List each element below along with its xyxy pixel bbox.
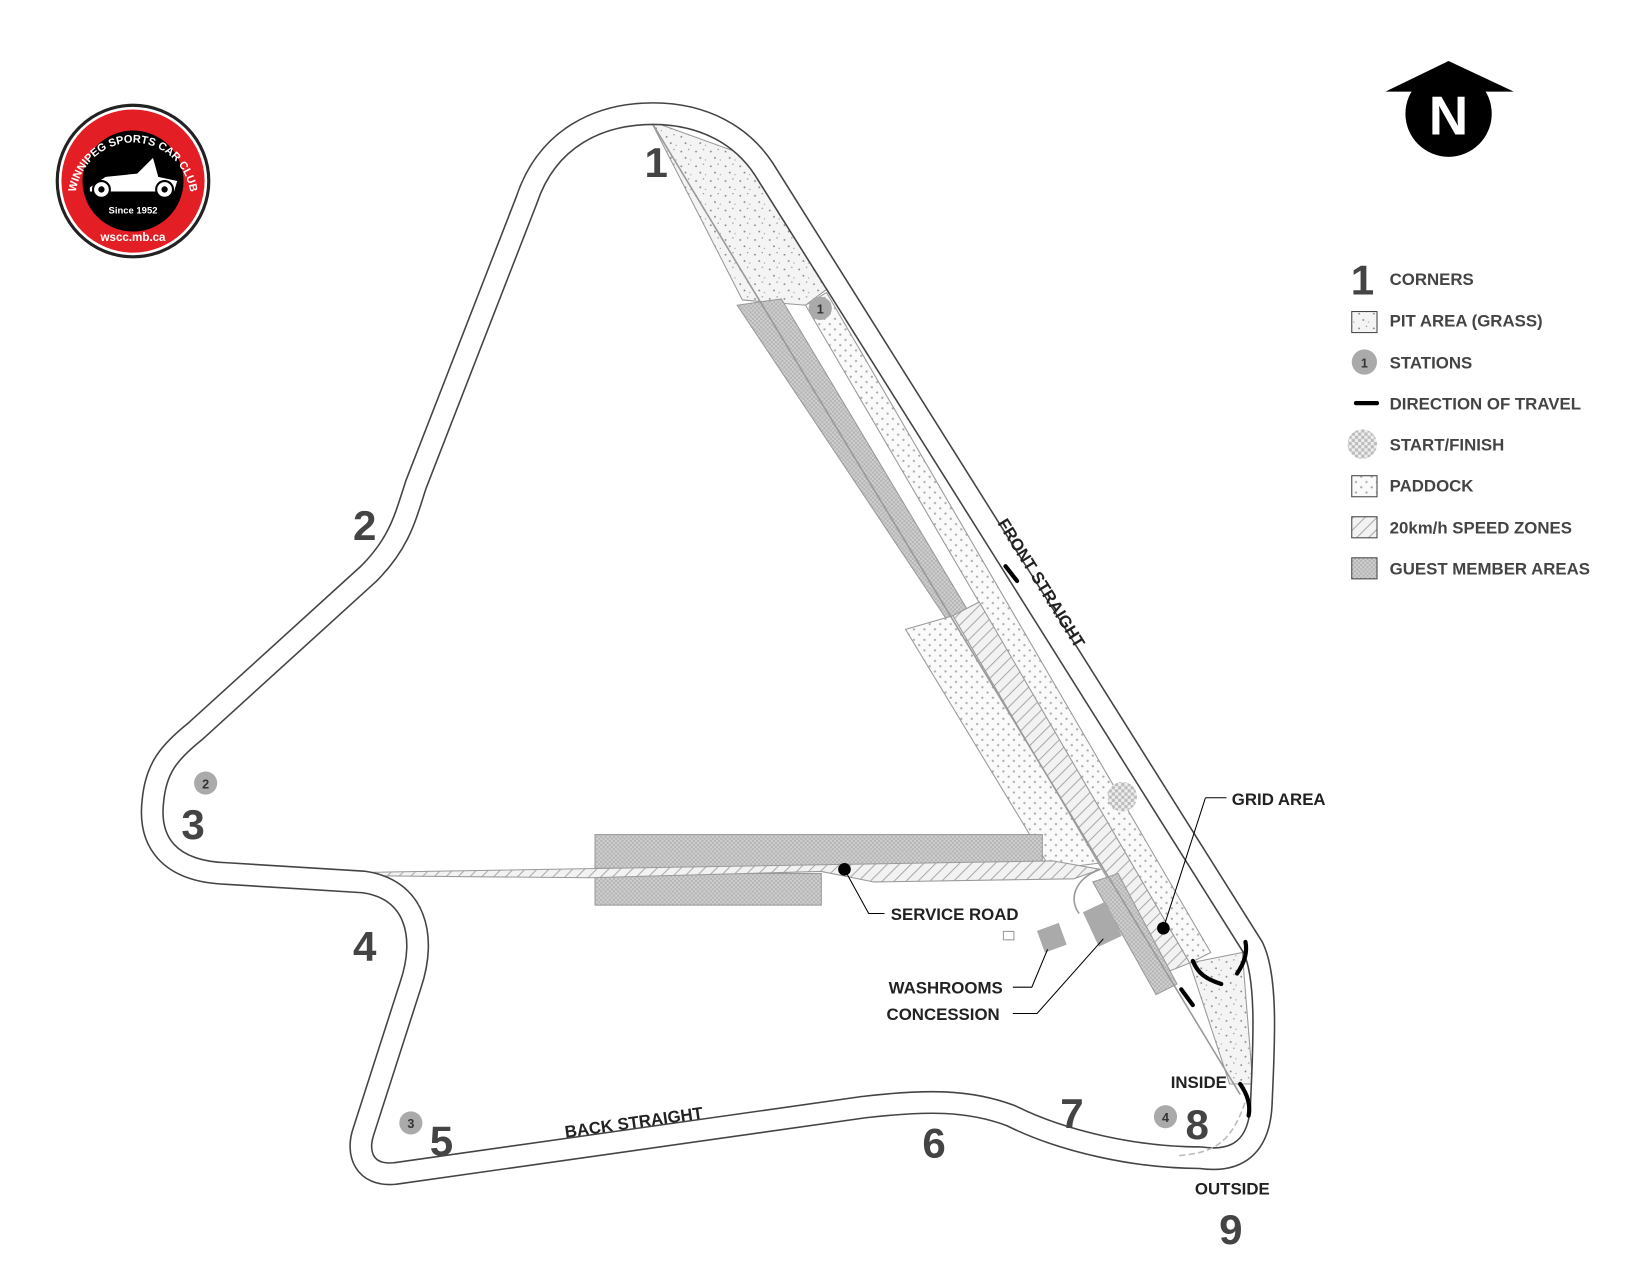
race-track-surface (142, 103, 1274, 1184)
legend: 1 CORNERS PIT AREA (GRASS) 1 STATIONS DI… (1347, 257, 1590, 580)
guest-area-service-2 (594, 873, 822, 906)
guest-area-grid (1092, 872, 1178, 996)
svg-text:CONCESSION: CONCESSION (887, 1005, 1000, 1024)
svg-text:1: 1 (817, 303, 824, 317)
service-road-spur (1073, 868, 1101, 915)
legend-stations: STATIONS (1390, 353, 1473, 372)
svg-text:GRID AREA: GRID AREA (1232, 790, 1326, 809)
legend-guest-areas: GUEST MEMBER AREAS (1390, 560, 1590, 579)
corner-4: 4 (353, 923, 377, 970)
guest-area-service-1 (594, 834, 1043, 869)
svg-text:wscc.mb.ca: wscc.mb.ca (100, 232, 166, 244)
grid-area-callout: GRID AREA (1157, 790, 1326, 935)
svg-text:WASHROOMS: WASHROOMS (889, 979, 1003, 998)
legend-paddock: PADDOCK (1390, 476, 1474, 495)
station-4: 4 (1153, 1105, 1178, 1129)
legend-speed-zone-swatch (1351, 516, 1378, 539)
start-finish-icon (1107, 781, 1138, 812)
svg-text:3: 3 (407, 1117, 414, 1131)
svg-text:SERVICE ROAD: SERVICE ROAD (891, 905, 1019, 924)
corner-7: 7 (1060, 1090, 1083, 1137)
wscc-logo: Since 1952 wscc.mb.ca WINNIPEG SPORTS CA… (55, 103, 211, 259)
direction-arrows (1003, 564, 1252, 1118)
service-road (231, 860, 1103, 883)
small-building (1002, 930, 1015, 941)
pit-wall (650, 120, 1241, 1095)
legend-pit-area-swatch (1351, 311, 1378, 334)
race-track (140, 102, 1276, 1186)
outside-label: OUTSIDE (1195, 1180, 1270, 1199)
legend-paddock-swatch (1351, 475, 1378, 498)
legend-station-swatch (1351, 349, 1378, 375)
corner-1: 1 (645, 139, 668, 186)
legend-pit-area: PIT AREA (GRASS) (1390, 311, 1543, 330)
north-arrow-icon: N (1385, 61, 1514, 157)
washrooms-callout: WASHROOMS (889, 949, 1049, 998)
corner-2: 2 (353, 502, 376, 549)
concession-building (1082, 901, 1122, 947)
legend-speed-zones: 20km/h SPEED ZONES (1390, 519, 1572, 538)
outside-line (1179, 1094, 1249, 1157)
corner-6: 6 (922, 1120, 945, 1167)
corner-5: 5 (430, 1118, 453, 1165)
legend-start-finish: START/FINISH (1390, 435, 1505, 454)
service-road-callout: SERVICE ROAD (838, 863, 1019, 924)
corner-9: 9 (1219, 1206, 1242, 1253)
legend-start-finish-swatch (1347, 429, 1378, 459)
concession-callout: CONCESSION (887, 938, 1104, 1024)
station-2: 2 (194, 771, 218, 795)
legend-guest-swatch (1351, 557, 1378, 580)
svg-text:4: 4 (1162, 1111, 1169, 1125)
svg-text:1: 1 (1361, 356, 1368, 370)
washrooms-building (1036, 922, 1067, 953)
legend-direction: DIRECTION OF TRAVEL (1390, 394, 1581, 413)
legend-corner-symbol: 1 (1351, 257, 1374, 304)
station-3: 3 (399, 1111, 423, 1135)
corner-8: 8 (1185, 1101, 1208, 1148)
corner-3: 3 (181, 801, 204, 848)
legend-corners: CORNERS (1390, 270, 1474, 289)
svg-text:N: N (1429, 85, 1469, 147)
svg-text:Since 1952: Since 1952 (109, 206, 158, 217)
svg-text:2: 2 (202, 777, 209, 791)
station-1: 1 (808, 296, 832, 320)
inside-label: INSIDE (1171, 1073, 1227, 1092)
